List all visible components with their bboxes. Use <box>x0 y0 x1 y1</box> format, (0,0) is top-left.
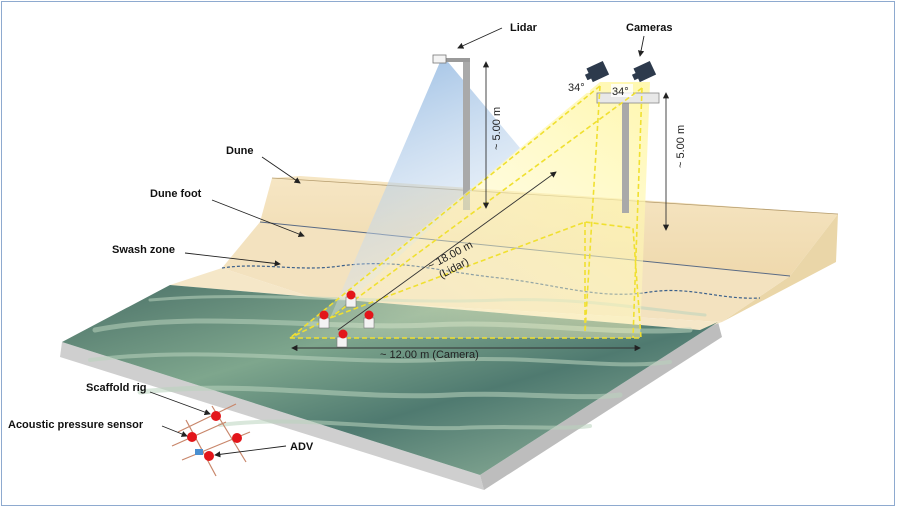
camera-pole <box>622 103 629 213</box>
scaffold-rig-sensor <box>211 411 221 421</box>
instrument-rig <box>318 310 330 329</box>
camera-fov <box>290 82 650 338</box>
adv-label: ADV <box>290 441 314 453</box>
instrument-rig <box>345 290 357 308</box>
scaffold-rig-detail <box>171 403 251 477</box>
scaffold-rig-label: Scaffold rig <box>86 382 147 394</box>
sensor-node <box>232 433 242 443</box>
dune-side-face <box>722 214 838 322</box>
instrument-rig <box>363 310 375 329</box>
slab-side-front <box>60 342 484 490</box>
camera-height-label: ~ 5.00 m <box>675 125 687 168</box>
dune-label: Dune <box>226 145 254 157</box>
lidar-height-label: ~ 5.00 m <box>491 107 503 150</box>
leader-lines <box>149 27 645 458</box>
adv-sensor <box>195 449 203 455</box>
cameras-label: Cameras <box>626 22 672 34</box>
dimension-lines <box>291 61 670 352</box>
acoustic-pressure-sensor-label: Acoustic pressure sensor <box>8 419 144 431</box>
camera-width-label: ~ 12.00 m (Camera) <box>380 349 479 361</box>
field-instruments <box>318 290 375 348</box>
swash-zone-label: Swash zone <box>112 244 175 256</box>
camera-right <box>631 60 657 83</box>
sensor-node <box>204 451 214 461</box>
camera-left <box>584 60 610 83</box>
dune-foot-label: Dune foot <box>150 188 202 200</box>
lidar-range-arrow <box>337 171 557 331</box>
acoustic-pressure-sensor <box>187 432 197 442</box>
camera-angle-right: 34° <box>612 86 629 98</box>
instrument-rig <box>336 329 348 348</box>
camera-assembly: 34° 34° <box>290 60 660 338</box>
lidar-label: Lidar <box>510 22 538 34</box>
lidar-pole <box>463 62 470 210</box>
lidar-beam <box>330 62 520 318</box>
lidar-assembly <box>330 54 520 318</box>
lidar-sensor <box>432 54 447 64</box>
camera-angle-left: 34° <box>568 82 585 94</box>
